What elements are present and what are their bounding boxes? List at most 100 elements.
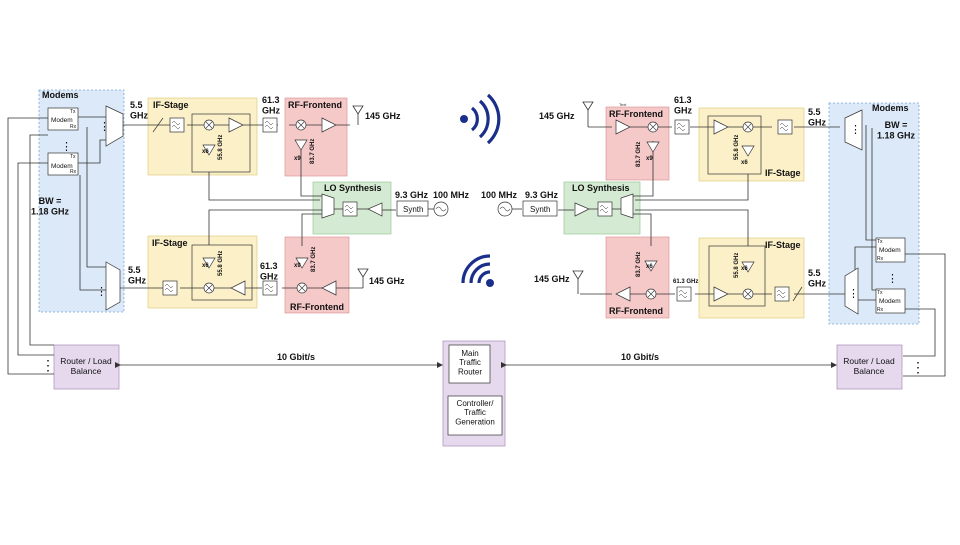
right-oscillator-wave [499,206,511,212]
right-lo: Synth 100 MHz 9.3 GHz [481,190,634,219]
main-traffic-router-box [448,344,491,384]
left-amp-bottom [230,280,246,296]
radiation-glyphs [460,93,501,287]
left-mult-bottom [202,257,216,269]
zones [38,89,920,447]
left-if-lo-bottom: 55.8 GHz [218,251,224,276]
left-mux-bottom [105,261,121,311]
left-modem-1 [47,107,79,131]
left-router-box [53,344,120,390]
right-rf-mixer-top-x [649,123,657,131]
zone-titles: Modems Modems IF-Stage IF-Stage IF-Stage… [42,90,909,316]
right-mux-bottom-dots: ⋮ [848,288,859,300]
right-bottom-chain: 145 GHz x6 83.7 GHz 61.3 GHz x6 55.8 GHz… [534,252,827,302]
right-modem-2-rx: Rx [877,307,884,313]
right-amp-bottom [713,286,729,302]
right-modem-1-label: Modem [879,247,901,254]
right-rf-tag: Text [619,102,627,107]
right-rf-filter-top-wave [676,123,686,131]
right-rf-amp-top [615,119,631,135]
right-router-box [836,344,903,390]
right-if-lo-bottom: 55.8 GHz [734,253,740,278]
left-rf-mult-bottom [295,257,309,269]
left-rf-frontend-bottom-zone [284,236,350,314]
left-rf-amp-bottom [321,280,337,296]
left-filter-top [169,117,185,133]
left-mult-bottom-label: x6 [202,263,209,269]
left-lo-freq: 9.3 GHz [395,190,429,200]
left-if-lo-top: 55.8 GHz [218,135,224,160]
right-rf-title-top: RF-Frontend [609,109,663,119]
left-lo-title: LO Synthesis [324,183,382,193]
right-mux-top [844,109,863,151]
right-mult-bottom-label: x6 [741,266,748,272]
right-modems-title: Modems [872,103,909,113]
right-mult-top-label: x6 [741,160,748,166]
left-ant-freq-top: 145 GHz [365,111,401,121]
right-synth-box [522,200,558,217]
right-rf-filter-top [674,119,690,135]
left-rf-mult-top [294,139,308,151]
left-modem-1-rx: Rx [70,124,77,130]
left-mux-top-dots: ⋮ [99,121,110,133]
right-filter-top-wave [779,123,789,131]
right-filter-bottom-wave [776,290,786,298]
left-ant-freq-bottom: 145 GHz [369,276,405,286]
left-rf-mult-top-label: x9 [294,156,301,162]
right-rf-lo-bottom: 83.7 GHz [636,252,642,277]
left-modem-2 [47,152,79,176]
right-mult-top [741,145,755,157]
right-router-dots: ⋮ [911,359,925,375]
left-filter-bottom-wave [164,284,174,292]
right-ref-freq: 100 MHz [481,190,518,200]
left-amp-top [228,117,244,133]
left-rf-mixer-top-x [297,121,305,129]
left-mux-bottom-dots: ⋮ [96,286,107,298]
right-mixer-bottom-x [744,290,752,298]
right-ant-freq-top: 145 GHz [539,111,575,121]
right-rf-filter-bottom-wave [678,290,688,298]
right-filter-bottom [774,286,790,302]
left-attenuator-top [152,117,164,133]
left-bw-label: BW =1.18 GHz [31,196,70,216]
left-rf-title-bottom: RF-Frontend [290,302,344,312]
left-synth-label: Synth [403,205,423,214]
right-modem-1-tx: Tx [877,239,883,245]
left-rf-filter-top [262,117,278,133]
left-antenna-bottom [357,268,369,288]
right-ant-freq-bottom: 145 GHz [534,274,570,284]
left-lo-filter-wave [344,205,354,213]
left-oscillator-wave [435,206,447,212]
right-modem-1-rx: Rx [877,256,884,262]
right-mux-top-dots: ⋮ [850,124,861,136]
right-lo-amp [574,202,590,217]
right-modem-2-tx: Tx [877,290,883,296]
left-antenna-top [352,105,364,125]
right-rf-mixer-bottom-x [647,290,655,298]
right-antenna-top [582,101,594,127]
left-rf-filter-top-wave [264,121,274,129]
left-rf-frontend-top-zone [284,97,348,177]
right-rf-title-bottom: RF-Frontend [609,306,663,316]
right-lo-splitter [620,193,634,219]
left-mixer-top-x [205,121,213,129]
right-modem-2-label: Modem [879,298,901,305]
left-modem-ellipsis: ⋮ [61,141,72,153]
left-router-dots: ⋮ [41,357,55,373]
left-link-speed: 10 Gbit/s [277,352,315,362]
right-modem-2 [875,288,906,314]
left-modem-2-rx: Rx [70,169,77,175]
right-lo-filter-wave [599,205,609,213]
right-link-speed: 10 Gbit/s [621,352,659,362]
left-if-inner-top [191,113,251,173]
